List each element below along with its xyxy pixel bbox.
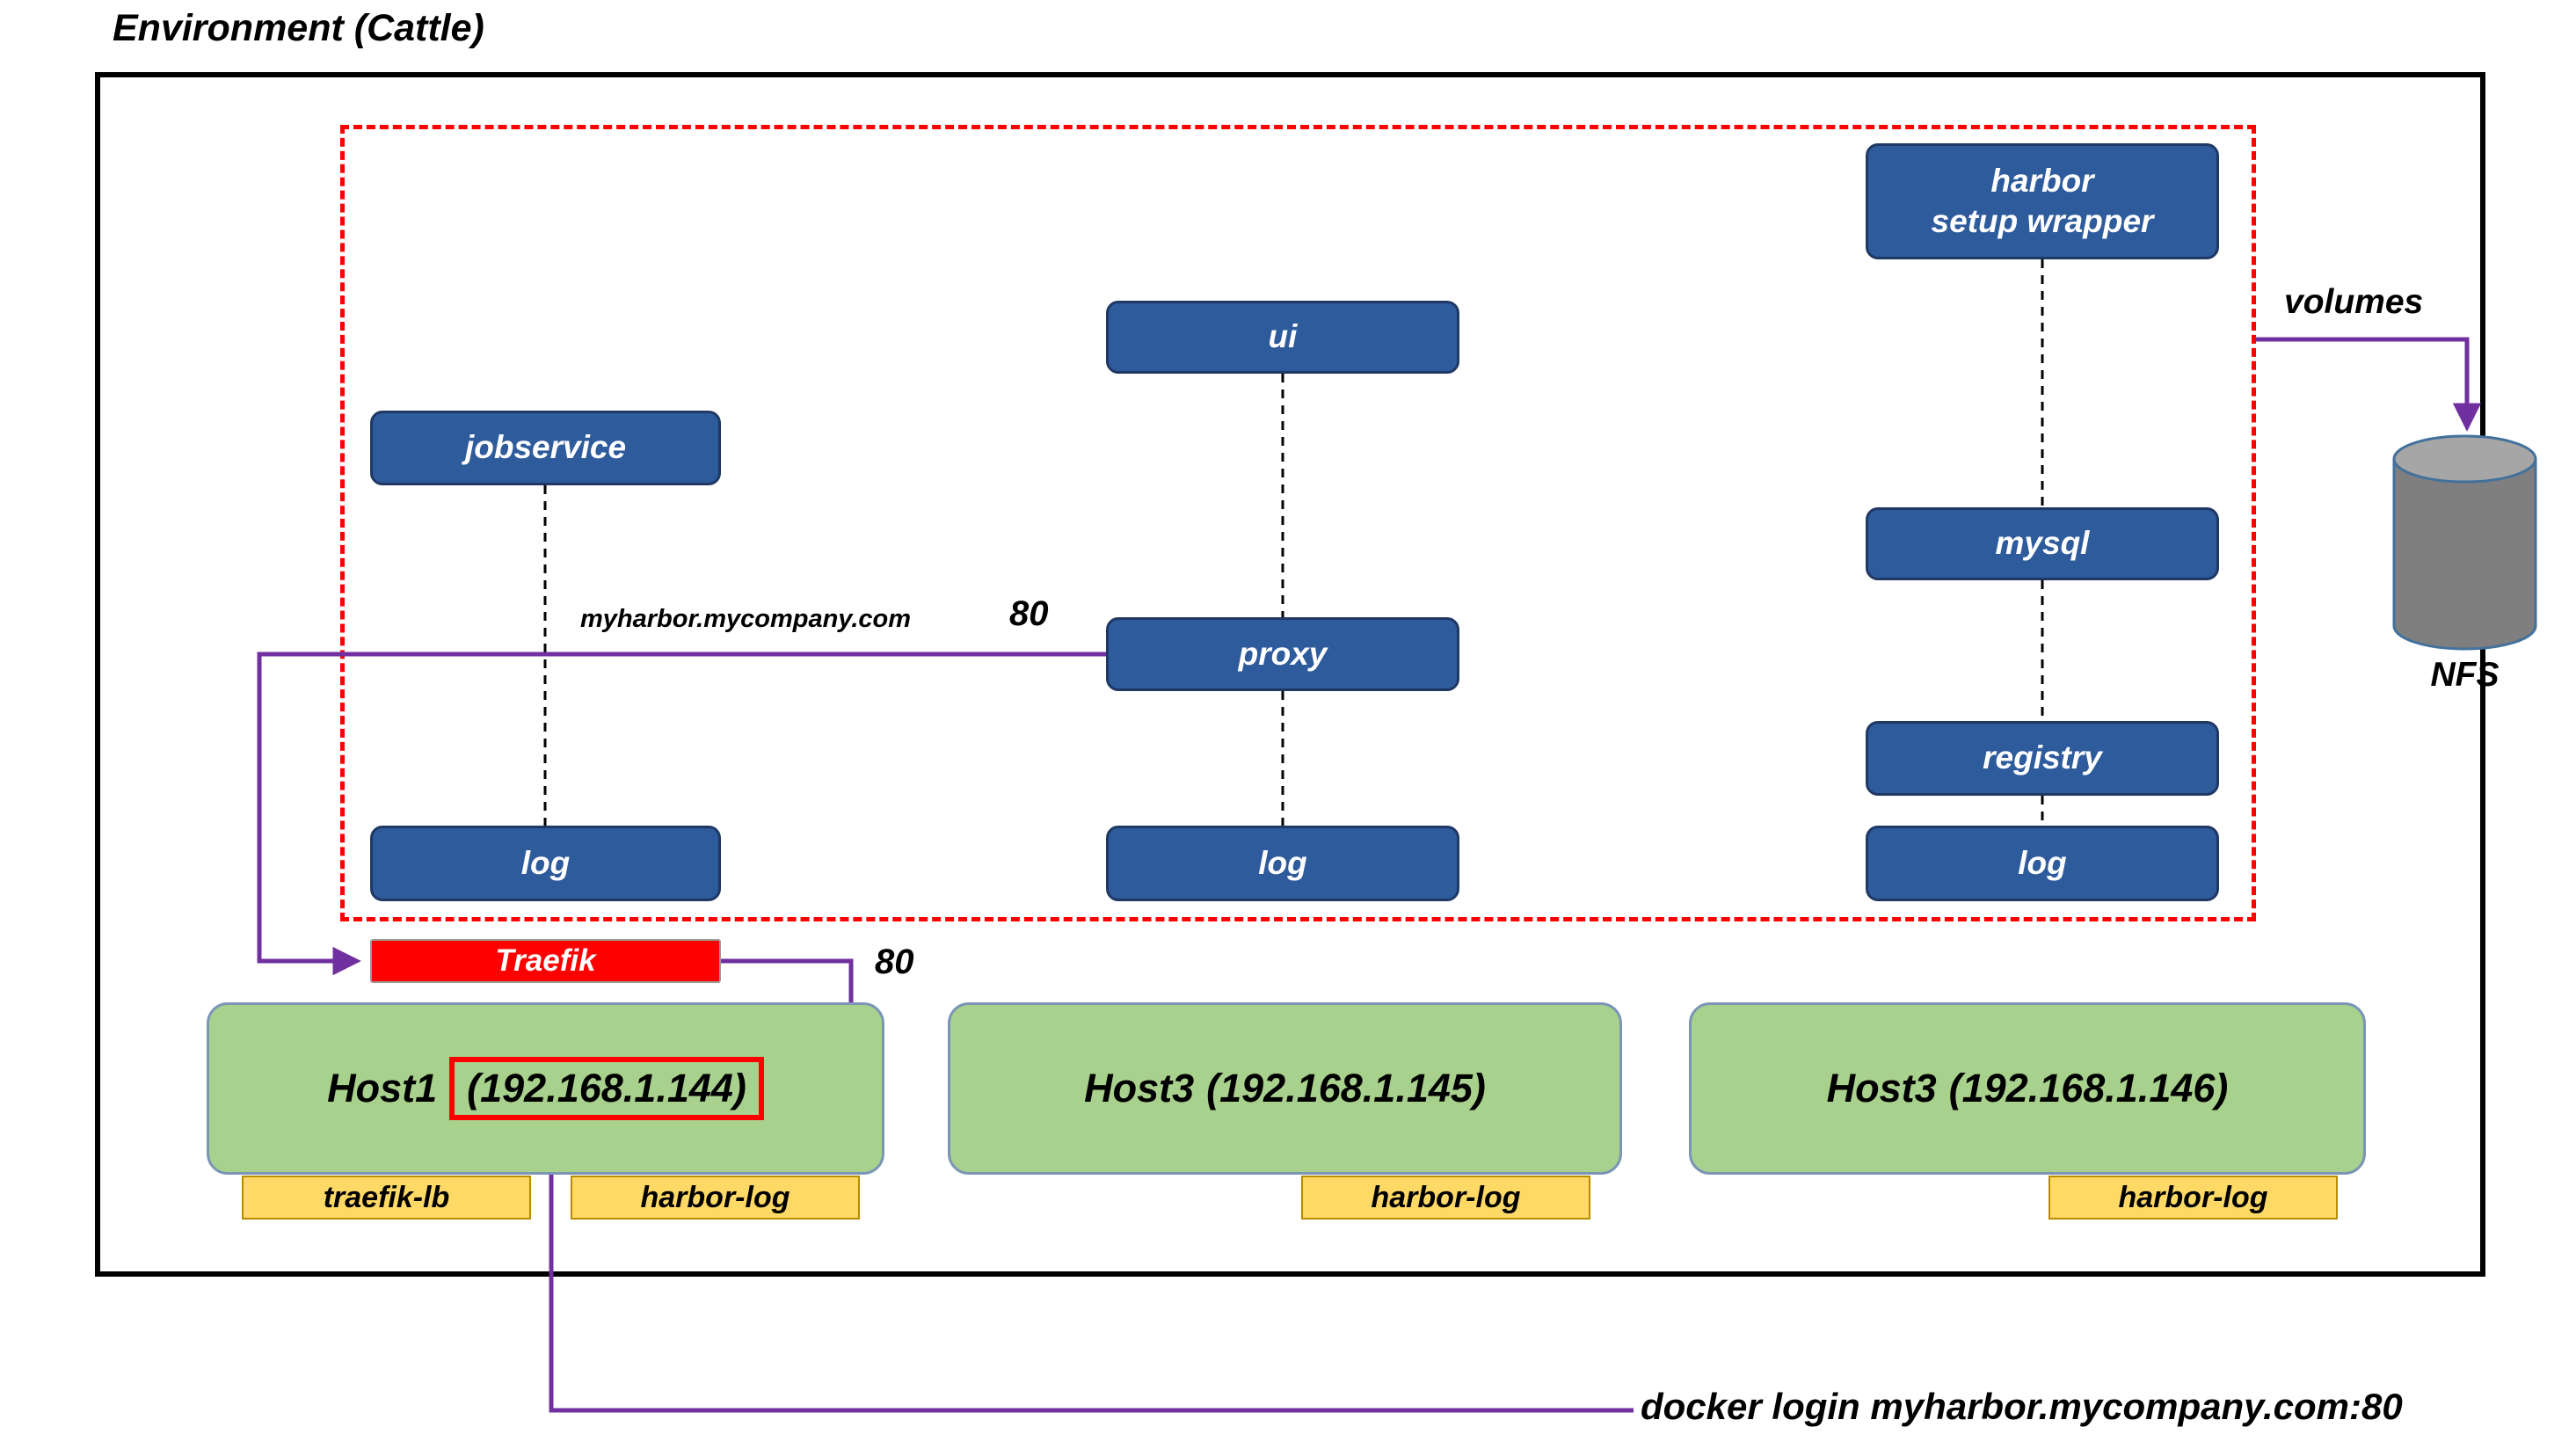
host-ip: (192.168.1.146) [1948,1066,2229,1110]
docker-login-label: docker login myharbor.mycompany.com:80 [1641,1386,2403,1427]
node-label: Traefik [495,943,596,978]
node-traefik: Traefik [370,939,721,983]
node-harbor-setup-wrapper: harbor setup wrapper [1866,143,2219,259]
node-label: jobservice [464,429,627,466]
host-ip-highlight: (192.168.1.144) [449,1057,764,1120]
environment-title: Environment (Cattle) [113,7,484,49]
host-1: Host1 (192.168.1.144) [207,1002,884,1175]
tag-harbor-log-3: harbor-log [2048,1176,2338,1220]
node-mysql: mysql [1866,507,2219,580]
node-label: setup wrapper [1931,203,2154,239]
traefik-port-label: 80 [875,943,914,981]
tag-label: traefik-lb [323,1180,450,1214]
tag-traefik-lb: traefik-lb [242,1176,531,1220]
tag-harbor-log-2: harbor-log [1301,1176,1590,1220]
host-2: Host3 (192.168.1.145) [948,1002,1622,1175]
node-registry: registry [1866,721,2219,796]
host-ip: (192.168.1.145) [1206,1066,1486,1110]
node-label: ui [1268,318,1298,355]
tag-label: harbor-log [1371,1180,1521,1214]
volumes-label: volumes [2284,283,2424,321]
host-name: Host3 [1826,1066,1937,1110]
node-log-left: log [370,826,721,901]
host-name: Host1 [327,1066,438,1110]
node-log-right: log [1866,826,2219,901]
node-label: log [520,844,571,881]
node-label: harbor [1990,162,2094,199]
node-label: log [1258,844,1307,881]
node-log-middle: log [1106,826,1459,901]
node-label: mysql [1995,525,2090,562]
node-label: proxy [1238,635,1328,672]
host-3: Host3 (192.168.1.146) [1689,1002,2366,1175]
node-label: log [2018,844,2067,881]
node-ui: ui [1106,301,1459,374]
tag-harbor-log-1: harbor-log [571,1176,860,1220]
node-jobservice: jobservice [370,411,721,485]
node-label: registry [1983,739,2102,776]
harbor-stack-boundary [340,125,2256,921]
host-name: Host3 [1084,1066,1195,1110]
tag-label: harbor-log [2118,1180,2268,1214]
proxy-port-label: 80 [1009,594,1049,633]
tag-label: harbor-log [640,1180,790,1214]
nfs-label: NFS [2430,656,2500,694]
domain-label: myharbor.mycompany.com [580,605,912,633]
node-proxy: proxy [1106,617,1459,691]
